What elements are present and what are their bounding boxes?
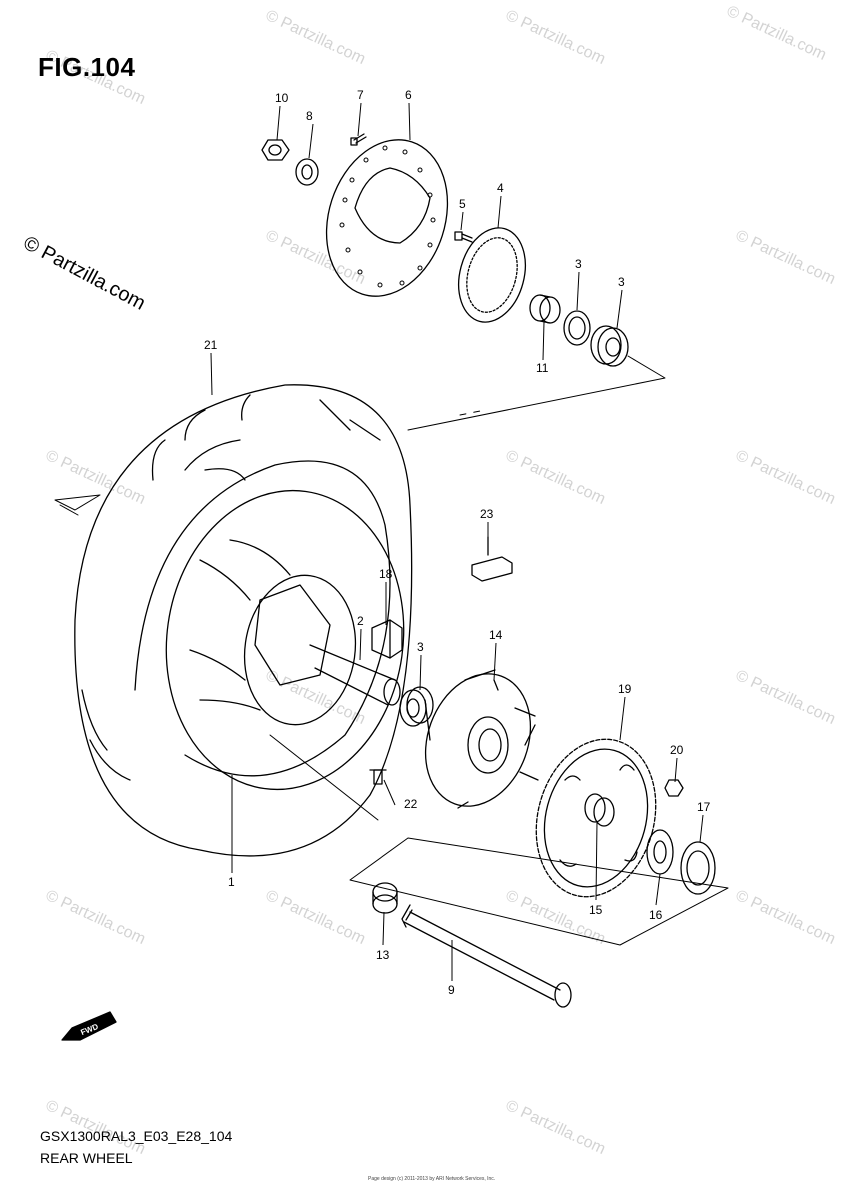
part-5-sensor-rotor: [458, 227, 526, 323]
part-15-spacer: [584, 793, 615, 827]
callout-5: 4: [497, 181, 504, 195]
callout-17: 17: [697, 800, 711, 814]
part-22-valve: [369, 769, 387, 785]
watermark-text: © Partzilla.com: [43, 887, 148, 948]
watermark-text: © Partzilla.com: [263, 227, 368, 288]
callout-18: 18: [379, 567, 393, 581]
callout-23: 23: [480, 507, 494, 521]
watermark-text: © Partzilla.com: [733, 227, 838, 288]
part-9-axle: [401, 904, 572, 1008]
part-16-bearing: [646, 829, 674, 875]
part-6-bolt: [454, 231, 473, 243]
part-8-bolt: [350, 133, 367, 146]
watermark-text: © Partzilla.com: [733, 667, 838, 728]
callout-16: 16: [649, 908, 663, 922]
callout-8: 7: [357, 88, 364, 102]
callout-6: 5: [459, 197, 466, 211]
callout-19: 19: [618, 682, 632, 696]
watermark-text: © Partzilla.com: [724, 3, 829, 64]
callout-4: 3: [575, 257, 582, 271]
part-21-tire: [74, 384, 413, 857]
part-17-oil-seal: [680, 841, 716, 895]
watermark-text: © Partzilla.com: [263, 887, 368, 948]
model-code: GSX1300RAL3_E03_E28_104: [40, 1128, 233, 1144]
callout-10: 8: [306, 109, 313, 123]
part-7-brake-disc: [325, 139, 449, 297]
leader-lines: [210, 102, 704, 981]
callout-20: 20: [670, 743, 684, 757]
watermark-text: © Partzilla.com: [503, 1097, 608, 1158]
watermark-text: © Partzilla.com: [503, 447, 608, 508]
callout-12: 11: [536, 361, 549, 375]
watermark-layer: © Partzilla.com © Partzilla.com © Partzi…: [43, 3, 838, 1158]
watermark-text: © Partzilla.com: [263, 7, 368, 68]
forward-arrow-icon: [61, 1011, 117, 1041]
section-name: REAR WHEEL: [40, 1150, 133, 1166]
callout-21: 21: [204, 338, 218, 352]
figure-title: FIG.104: [38, 52, 136, 82]
callout-14: 14: [489, 628, 503, 642]
part-13-spacer: [372, 882, 398, 914]
callout-3-lower: 3: [417, 640, 424, 654]
part-4-oil-seal: [563, 310, 591, 346]
callout-15: 15: [589, 903, 603, 917]
part-12-spacer: [529, 294, 561, 324]
callout-7: 6: [405, 88, 412, 102]
guide-line: [349, 837, 729, 946]
part-19-sprocket: [535, 738, 657, 898]
part-3-bearing-upper: [590, 325, 629, 367]
small-print: Page design (c) 2011-2013 by ARI Network…: [368, 1176, 496, 1182]
callout-1: 1: [228, 875, 235, 889]
part-10-washer: [295, 158, 319, 186]
part-2-axle-spacer: [309, 644, 401, 706]
watermark-text: © Partzilla.com: [503, 7, 608, 68]
part-11-nut: [261, 139, 290, 161]
callout-22: 22: [404, 797, 418, 811]
part-14-sprocket-drum: [424, 669, 539, 809]
callout-13: 13: [376, 948, 390, 962]
watermark-text: © Partzilla.com: [733, 887, 838, 948]
watermark-text: © Partzilla.com: [733, 447, 838, 508]
watermark-text: © Partzilla.com: [43, 447, 148, 508]
guide-line: [269, 734, 379, 821]
part-23-balancer-weight: [471, 536, 513, 582]
callout-11: 10: [275, 91, 289, 105]
callout-9: 9: [448, 983, 455, 997]
part-18-damper: [371, 619, 403, 659]
callout-labels: 10 8 7 6 5 4 3 3 11 21 23 18 2 3 14 19 2…: [204, 88, 711, 997]
callout-2: 2: [357, 614, 364, 628]
part-20-nut: [664, 779, 684, 797]
part-1-wheel: [165, 489, 405, 791]
callout-3-upper: 3: [618, 275, 625, 289]
